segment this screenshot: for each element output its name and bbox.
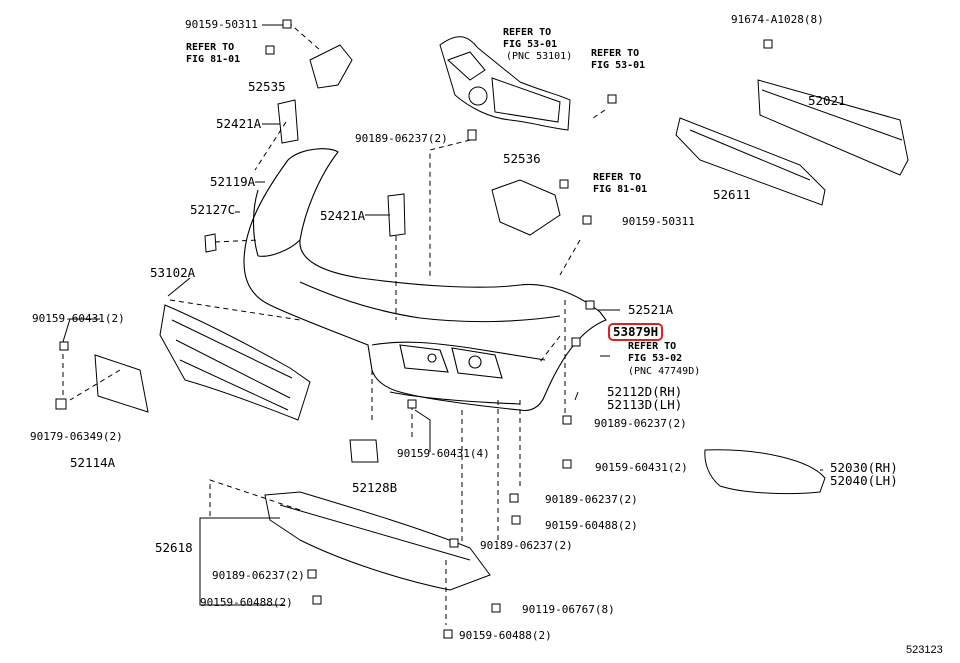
part-52535: 52535 [248, 79, 286, 94]
part-90159-60488-b: 90159-60488(2) [459, 629, 552, 642]
bumper-reinforcement [675, 79, 909, 206]
refer-label: REFER TO [186, 42, 235, 53]
part-52021: 52021 [808, 93, 846, 108]
bracket-52536 [491, 179, 561, 236]
part-90119: 90119-06767(8) [522, 603, 615, 616]
pad-52421a-mid [387, 193, 406, 237]
bracket-52535 [309, 44, 353, 89]
part-90179: 90179-06349(2) [30, 430, 123, 443]
cap-52127c [204, 233, 217, 253]
callout-lines [61, 24, 823, 606]
diagram-id: 523123 [906, 644, 943, 656]
part-52618: 52618 [155, 540, 193, 555]
refer-label: REFER TO [628, 341, 677, 352]
part-52421a-top: 52421A [216, 116, 262, 131]
refer-pnc: (PNC 47749D) [628, 366, 701, 377]
refer-label: REFER TO [591, 48, 640, 59]
refer-label: REFER TO [593, 172, 642, 183]
part-52128b: 52128B [352, 480, 398, 495]
part-90189-06237-top: 90189-06237(2) [355, 132, 448, 145]
part-52114a: 52114A [70, 455, 116, 470]
license-bracket [94, 354, 149, 413]
part-90189-06237-r1: 90189-06237(2) [594, 417, 687, 430]
part-53879h-highlight: 53879H [608, 323, 664, 341]
refer-fig: FIG 53-01 [503, 39, 558, 50]
refer-fig: FIG 81-01 [593, 184, 648, 195]
part-52536: 52536 [503, 151, 541, 166]
part-52611: 52611 [713, 187, 751, 202]
pad-52421a-top [277, 99, 299, 144]
engine-under-cover [264, 491, 491, 591]
part-90159-50311-top: 90159-50311 [185, 18, 258, 31]
refer-fig: FIG 53-02 [628, 353, 683, 364]
fog-lamp-cover [704, 449, 826, 495]
part-90189-06237-c: 90189-06237(2) [480, 539, 573, 552]
part-52119a: 52119A [210, 174, 256, 189]
upper-grille [439, 36, 571, 131]
part-52112d: 52112D(RH) [607, 384, 683, 399]
part-53102a: 53102A [150, 265, 196, 280]
bumper-cover [243, 148, 607, 412]
part-90159-60488-r: 90159-60488(2) [545, 519, 638, 532]
refer-label: REFER TO [503, 27, 552, 38]
part-52421a-mid: 52421A [320, 208, 366, 223]
part-90159-60431-left: 90159-60431(2) [32, 312, 125, 325]
part-52127c: 52127C [190, 202, 236, 217]
part-90159-60488-l: 90159-60488(2) [200, 596, 293, 609]
part-91674: 91674-A1028(8) [731, 13, 824, 26]
part-52521a: 52521A [628, 302, 674, 317]
refer-fig: FIG 81-01 [186, 54, 241, 65]
cap-52128b [349, 439, 379, 463]
part-90189-06237-r2: 90189-06237(2) [545, 493, 638, 506]
part-90189-06237-l: 90189-06237(2) [212, 569, 305, 582]
part-90159-60431-4: 90159-60431(4) [397, 447, 490, 460]
fasteners [55, 19, 773, 639]
refer-fig: FIG 53-01 [591, 60, 646, 71]
part-90159-50311-mid: 90159-50311 [622, 215, 695, 228]
refer-pnc: (PNC 53101) [506, 51, 573, 62]
part-52113d: 52113D(LH) [607, 397, 683, 412]
lower-grille [159, 304, 311, 421]
part-52030: 52030(RH) [830, 460, 898, 475]
leader-lines [62, 21, 606, 625]
part-52040: 52040(LH) [830, 473, 898, 488]
part-90159-60431-r: 90159-60431(2) [595, 461, 688, 474]
